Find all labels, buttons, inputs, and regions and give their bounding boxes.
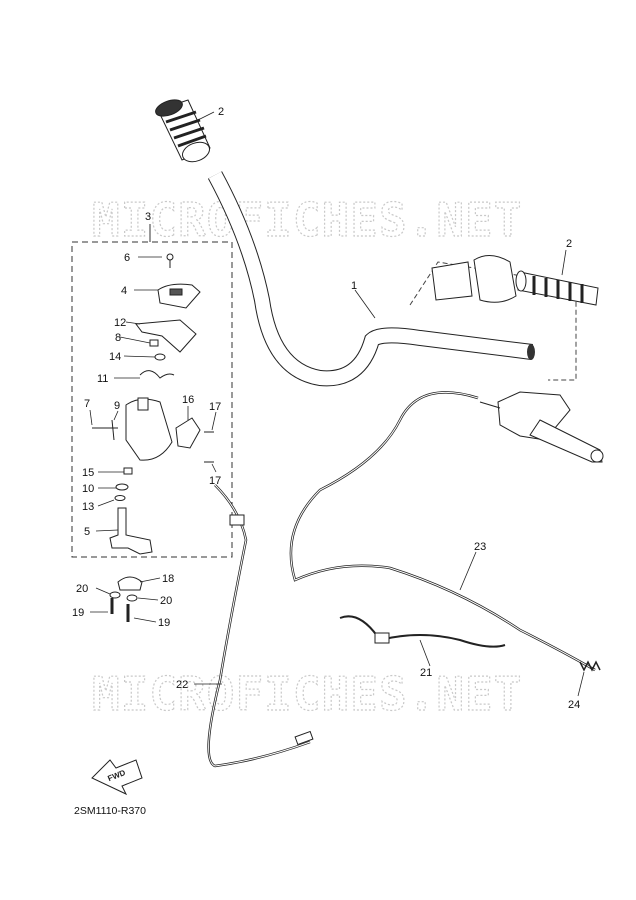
callouts: 2 1 2 3 6 4 12 8 14 11 7 9 16 17 17 15 1… [72, 106, 580, 711]
callout-20a: 20 [76, 583, 88, 595]
callout-6: 6 [124, 252, 130, 264]
fwd-arrow: FWD [91, 759, 143, 796]
callout-20b: 20 [160, 595, 172, 607]
callout-12: 12 [114, 317, 126, 329]
callout-16: 16 [182, 394, 194, 406]
callout-15: 15 [82, 467, 94, 479]
callout-3: 3 [145, 211, 151, 223]
right-brake-lever [479, 391, 604, 463]
callout-10: 10 [82, 483, 94, 495]
callout-2b: 2 [566, 238, 572, 250]
callout-14: 14 [109, 351, 121, 363]
watermark-bottom: MICROFICHES.NET [92, 667, 522, 721]
callout-4: 4 [121, 285, 127, 297]
callout-13: 13 [82, 501, 94, 513]
callout-7: 7 [84, 398, 90, 410]
handlebar [207, 171, 535, 387]
watermark-top: MICROFICHES.NET [92, 193, 522, 247]
callout-18: 18 [162, 573, 174, 585]
spring-24 [579, 660, 601, 672]
cable-21-end [374, 632, 390, 644]
cable-22-adjuster [294, 730, 314, 746]
leader-lines [89, 111, 585, 697]
callout-2a: 2 [218, 106, 224, 118]
callout-21: 21 [420, 667, 432, 679]
cable-22-end [229, 514, 245, 526]
throttle-parts [92, 253, 214, 555]
callout-23: 23 [474, 541, 486, 553]
callout-19b: 19 [158, 617, 170, 629]
clamp-parts [109, 576, 143, 622]
callout-8: 8 [115, 332, 121, 344]
cable-21 [339, 615, 506, 648]
callout-17a: 17 [209, 401, 221, 413]
diagram-code: 2SM1110-R370 [74, 805, 146, 817]
right-switch-assembly [409, 255, 599, 381]
callout-17b: 17 [209, 475, 221, 487]
callout-9: 9 [114, 400, 120, 412]
callout-22: 22 [176, 679, 188, 691]
left-grip [155, 99, 211, 163]
callout-24: 24 [568, 699, 580, 711]
callout-1: 1 [351, 280, 357, 292]
assembly-3-box [71, 241, 233, 558]
callout-5: 5 [84, 526, 90, 538]
callout-11: 11 [97, 373, 108, 385]
callout-19a: 19 [72, 607, 84, 619]
